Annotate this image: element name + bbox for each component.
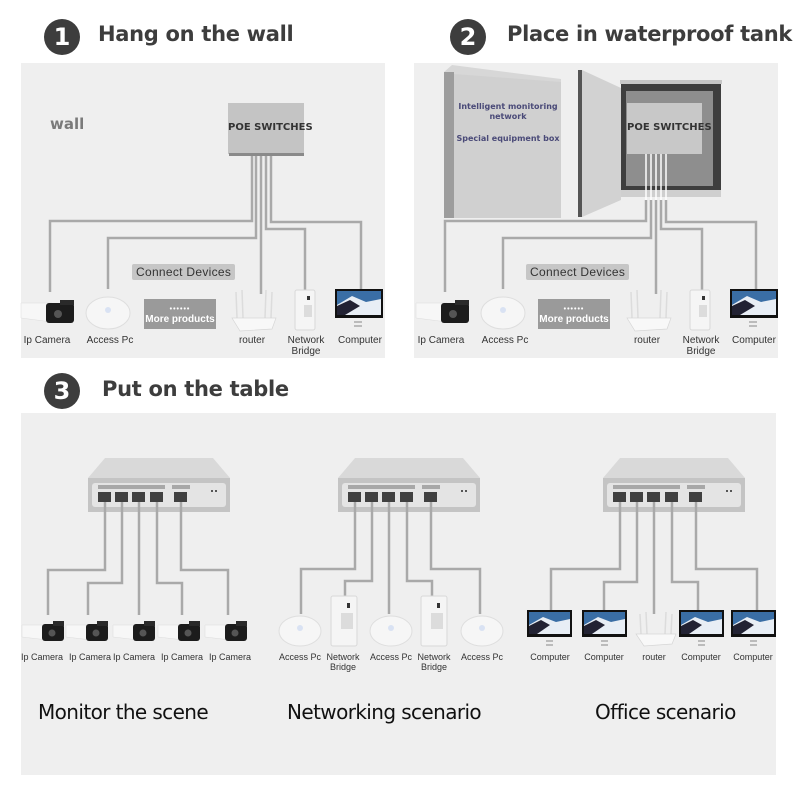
box-label-line1: Intelligent monitoring: [458, 102, 558, 111]
access-point-icon: [278, 615, 322, 647]
computer-icon: [730, 289, 778, 327]
office-scene-cables: [549, 502, 759, 614]
network-bridge-icon: [420, 595, 448, 647]
cable-bridge: [659, 200, 704, 291]
tank-device-label: Ip Camera: [417, 335, 465, 346]
monitor-device-label: Ip Camera: [112, 652, 156, 662]
open-equipment-box: [578, 70, 722, 217]
networking-device-label: Access Pc: [278, 652, 321, 662]
network-bridge-icon: [689, 289, 711, 331]
wall-device-label: Network Bridge: [287, 335, 325, 357]
monitor-device-label: Ip Camera: [208, 652, 252, 662]
cable-computer: [269, 156, 363, 290]
tank-poe-switch-label: POE SWITCHES: [627, 122, 712, 133]
office-device-label: Computer: [733, 652, 773, 662]
more-products-label: More products: [145, 314, 215, 325]
computer-icon: [335, 289, 383, 327]
ip-camera-icon: [21, 620, 65, 642]
ip-camera-icon: [20, 300, 74, 323]
access-point-icon: [460, 615, 504, 647]
more-products-dots: ••••••: [169, 306, 191, 313]
computer-icon: [582, 610, 627, 646]
poe-switch-box: [228, 103, 304, 154]
ip-camera-icon: [204, 620, 248, 642]
tank-switch-cables-inner: [645, 154, 667, 200]
networking-scene-switch-icon: [338, 458, 480, 512]
computer-icon: [731, 610, 776, 646]
ip-camera-icon: [65, 620, 109, 642]
networking-device-label: Access Pc: [369, 652, 412, 662]
network-bridge-icon: [294, 289, 316, 331]
cable-ip-camera: [443, 200, 648, 292]
router-icon: [231, 289, 277, 332]
cable-access-pc: [501, 200, 653, 289]
box-label-line3: Special equipment box: [456, 134, 560, 143]
wall-device-label: router: [238, 335, 266, 346]
wall-connect-devices-label: Connect Devices: [132, 264, 236, 280]
monitor-device-label: Ip Camera: [20, 652, 64, 662]
more-products-dots: ••••••: [563, 306, 585, 313]
ip-camera-icon: [415, 300, 469, 323]
box-label-line2: network: [489, 112, 527, 121]
networking-device-label: Access Pc: [460, 652, 503, 662]
wall-device-label: Ip Camera: [23, 335, 71, 346]
access-point-icon: [480, 296, 526, 330]
cable-bridge: [264, 156, 307, 291]
ip-camera-icon: [112, 620, 156, 642]
tank-device-label: Network Bridge: [682, 335, 720, 357]
step-2-title: Place in waterproof tank: [507, 22, 793, 46]
poe-switch-shadow: [229, 153, 304, 156]
tank-connect-devices-label: Connect Devices: [526, 264, 630, 280]
tank-more-products-tile[interactable]: •••••• More products: [538, 299, 610, 329]
closed-equipment-box: [444, 65, 561, 218]
more-products-label: More products: [539, 314, 609, 325]
office-device-label: Computer: [681, 652, 721, 662]
monitor-scene-cables: [46, 502, 230, 615]
wall-device-label: Access Pc: [86, 335, 134, 346]
step-2-badge: 2: [450, 19, 486, 55]
monitor-scene-switch-icon: [88, 458, 230, 512]
networking-device-label: Network Bridge: [417, 652, 451, 672]
monitor-device-label: Ip Camera: [160, 652, 204, 662]
cable-ip-camera: [48, 156, 254, 292]
tank-device-label: router: [633, 335, 661, 346]
step-3-badge: 3: [44, 373, 80, 409]
tank-device-label: Computer: [732, 335, 776, 346]
step-1-badge: 1: [44, 19, 80, 55]
networking-device-label: Network Bridge: [326, 652, 360, 672]
step-1-title: Hang on the wall: [98, 22, 294, 46]
wall-label: wall: [50, 115, 85, 133]
office-device-label: router: [642, 652, 666, 662]
tank-device-label: Access Pc: [481, 335, 529, 346]
access-point-icon: [85, 296, 131, 330]
scenario-title-monitor: Monitor the scene: [38, 700, 209, 724]
wall-device-label: Computer: [338, 335, 382, 346]
tank-cables: [443, 200, 758, 294]
router-icon: [626, 289, 672, 332]
office-device-label: Computer: [584, 652, 624, 662]
scenario-title-office: Office scenario: [595, 700, 736, 724]
cable-access-pc: [106, 156, 258, 289]
monitor-device-label: Ip Camera: [68, 652, 112, 662]
office-scene-switch-icon: [603, 458, 745, 512]
router-icon: [635, 611, 677, 647]
networking-scene-cables: [299, 502, 482, 614]
office-device-label: Computer: [530, 652, 570, 662]
computer-icon: [679, 610, 724, 646]
wall-poe-switch-label: POE SWITCHES: [228, 122, 313, 133]
ip-camera-icon: [157, 620, 201, 642]
wall-more-products-tile[interactable]: •••••• More products: [144, 299, 216, 329]
scenario-title-networking: Networking scenario: [287, 700, 482, 724]
computer-icon: [527, 610, 572, 646]
cable-computer: [664, 200, 758, 290]
access-point-icon: [369, 615, 413, 647]
wall-cables: [48, 156, 363, 294]
step-3-title: Put on the table: [102, 377, 289, 401]
network-bridge-icon: [330, 595, 358, 647]
